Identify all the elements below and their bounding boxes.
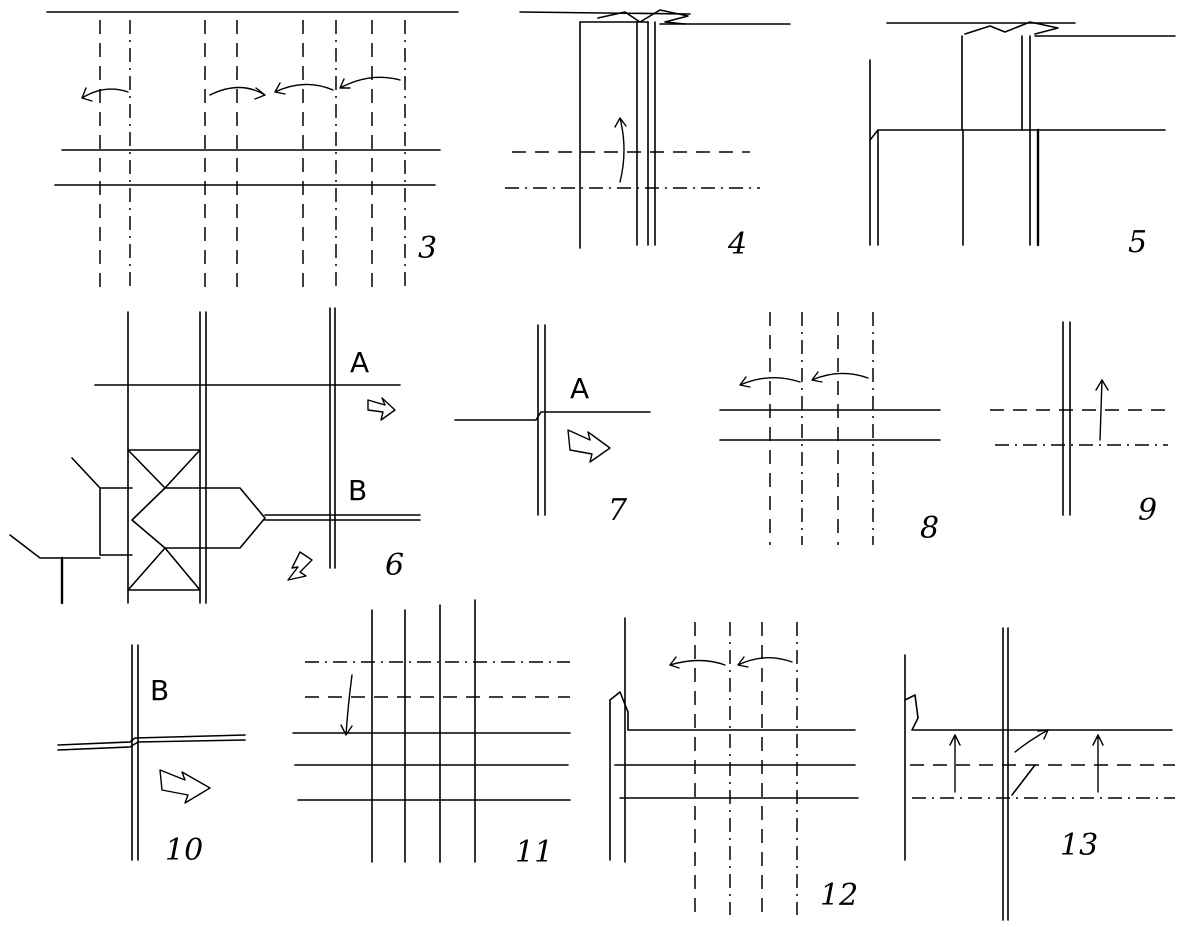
step-3-panel: 3: [46, 11, 459, 290]
step-6-number: 6: [385, 548, 404, 583]
step-12-number: 12: [820, 878, 858, 913]
step-9-panel: 9: [990, 321, 1170, 528]
label-a-step6: A: [350, 346, 369, 379]
fold-arrow: [669, 656, 726, 669]
push-arrow-a: [567, 429, 611, 463]
step-10-number: 10: [165, 833, 203, 868]
step-7-number: 7: [608, 493, 628, 528]
fold-up-arrow: [1095, 379, 1109, 441]
push-arrow-b: [287, 551, 313, 581]
fold-up-arrow: [1092, 734, 1104, 793]
fold-up-arrow: [949, 734, 961, 793]
label-b-step10: B: [150, 674, 169, 707]
step-5-number: 5: [1128, 225, 1147, 260]
step-4-number: 4: [727, 227, 747, 262]
step-12-panel: 12: [609, 617, 859, 915]
collapsed-flap: [964, 21, 1059, 35]
step-13-panel: 13: [904, 627, 1175, 921]
step-6-panel: A B 6: [9, 307, 421, 605]
push-arrow-b: [159, 769, 211, 804]
label-a-step7: A: [570, 372, 589, 405]
fold-arrow: [81, 87, 129, 102]
step-11-number: 11: [515, 835, 553, 870]
label-b-step6: B: [348, 474, 367, 507]
diagonal-fold-arrow: [1014, 729, 1049, 753]
hexagon-flap: [131, 487, 266, 549]
push-arrow-a: [367, 397, 396, 421]
step-13-number: 13: [1060, 828, 1098, 863]
step-4-panel: 4: [505, 9, 791, 262]
fold-arrow: [339, 76, 401, 89]
collapsed-flap: [597, 9, 689, 25]
fold-up-arrow: [614, 117, 627, 183]
fold-arrow: [209, 86, 266, 100]
fold-arrow: [737, 656, 793, 668]
step-8-panel: 8: [719, 312, 941, 546]
fold-down-arrow: [340, 674, 353, 736]
fold-arrow: [739, 376, 801, 388]
fold-arrow: [811, 371, 869, 383]
step-7-panel: A 7: [454, 324, 651, 528]
step-3-number: 3: [418, 231, 437, 266]
step-9-number: 9: [1138, 493, 1157, 528]
fold-arrow: [274, 82, 334, 95]
step-5-panel: 5: [869, 21, 1176, 260]
step-11-panel: 11: [292, 599, 571, 870]
step-10-panel: B 10: [57, 644, 246, 868]
step-8-number: 8: [920, 511, 939, 546]
